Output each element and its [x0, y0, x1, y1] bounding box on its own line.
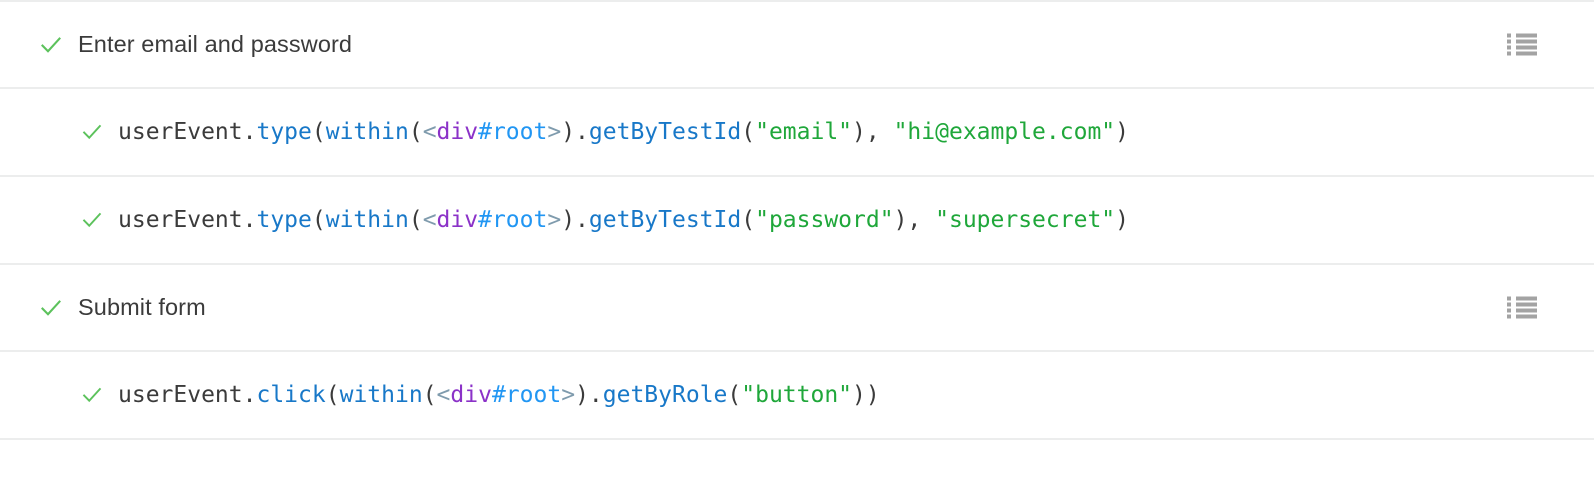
- check-icon: [38, 295, 64, 321]
- code-token-fn: getByTestId: [588, 118, 742, 145]
- list-icon-bar: [1516, 314, 1537, 319]
- list-icon-row: [1507, 308, 1537, 313]
- code-token-plain: (: [408, 206, 423, 233]
- list-icon-bar: [1516, 45, 1537, 50]
- code-token-str: "button": [741, 381, 853, 408]
- list-icon-row: [1507, 51, 1537, 56]
- code-token-plain: ).: [561, 206, 589, 233]
- code-token-str: "hi@example.com": [893, 118, 1116, 145]
- code-token-plain: ).: [561, 118, 589, 145]
- command-text: userEvent.type(within(<div#root>).getByT…: [118, 206, 1129, 233]
- list-icon-row: [1507, 39, 1537, 44]
- code-token-plain: ): [1115, 118, 1129, 145]
- list-icon-bullet: [1507, 308, 1511, 313]
- code-token-plain: (: [408, 118, 423, 145]
- code-token-bracket: <: [422, 206, 437, 233]
- command-text: userEvent.click(within(<div#root>).getBy…: [118, 381, 880, 408]
- code-token-tag: div: [436, 206, 479, 233]
- code-token-fn: within: [339, 381, 423, 408]
- list-icon-row: [1507, 302, 1537, 307]
- code-token-plain: (: [727, 381, 742, 408]
- list-icon-row: [1507, 33, 1537, 37]
- step-row[interactable]: Enter email and password: [0, 2, 1594, 89]
- code-token-plain: userEvent.: [118, 381, 257, 408]
- code-token-id: #root: [478, 206, 548, 233]
- list-icon-bar: [1516, 39, 1537, 44]
- check-icon: [80, 383, 104, 407]
- code-token-bracket: >: [561, 381, 576, 408]
- list-icon-bar: [1516, 51, 1537, 56]
- command-text: userEvent.type(within(<div#root>).getByT…: [118, 118, 1129, 145]
- command-row[interactable]: userEvent.type(within(<div#root>).getByT…: [0, 89, 1594, 177]
- code-token-plain: (: [311, 206, 326, 233]
- code-token-plain: )): [852, 381, 880, 408]
- code-token-str: "password": [755, 206, 894, 233]
- code-token-str: "supersecret": [935, 206, 1116, 233]
- code-token-fn: within: [325, 206, 409, 233]
- code-token-plain: userEvent.: [118, 118, 257, 145]
- code-token-bracket: <: [436, 381, 451, 408]
- code-token-plain: ).: [575, 381, 603, 408]
- code-token-plain: (: [741, 118, 756, 145]
- list-icon-bullet: [1507, 51, 1511, 56]
- code-token-id: #root: [491, 381, 562, 408]
- code-token-plain: ): [1115, 206, 1129, 233]
- code-token-tag: div: [450, 381, 492, 408]
- list-icon-bullet: [1507, 45, 1511, 50]
- list-icon-bar: [1516, 308, 1537, 313]
- list-icon-bar: [1516, 302, 1537, 307]
- code-token-str: "email": [755, 118, 853, 145]
- code-token-plain: (: [311, 118, 326, 145]
- code-token-fn: click: [256, 381, 326, 408]
- code-token-fn: type: [256, 206, 312, 233]
- list-icon-bullet: [1507, 314, 1511, 319]
- code-token-fn: getByTestId: [588, 206, 742, 233]
- code-token-plain: ),: [852, 118, 894, 145]
- code-token-plain: userEvent.: [118, 206, 257, 233]
- step-title: Submit form: [78, 294, 206, 320]
- check-icon: [80, 208, 104, 232]
- check-icon: [38, 32, 64, 58]
- step-title: Enter email and password: [78, 31, 353, 57]
- code-token-bracket: >: [547, 206, 562, 233]
- code-token-plain: (: [325, 381, 340, 408]
- list-icon-row: [1507, 314, 1537, 319]
- list-icon-row: [1507, 45, 1537, 50]
- command-row[interactable]: userEvent.click(within(<div#root>).getBy…: [0, 352, 1594, 440]
- code-token-fn: within: [325, 118, 409, 145]
- code-token-plain: ),: [893, 206, 936, 233]
- code-token-id: #root: [478, 118, 548, 145]
- bulleted-list-icon[interactable]: [1507, 33, 1537, 56]
- list-icon-bullet: [1507, 296, 1511, 300]
- list-icon-bar: [1516, 296, 1537, 300]
- code-token-bracket: >: [547, 118, 562, 145]
- code-token-plain: (: [422, 381, 437, 408]
- command-row[interactable]: userEvent.type(within(<div#root>).getByT…: [0, 177, 1594, 265]
- code-token-fn: getByRole: [602, 381, 728, 408]
- step-row[interactable]: Submit form: [0, 265, 1594, 352]
- list-icon-bar: [1516, 33, 1537, 37]
- check-icon: [80, 120, 104, 144]
- code-token-fn: type: [256, 118, 312, 145]
- code-token-tag: div: [436, 118, 479, 145]
- list-icon-row: [1507, 296, 1537, 300]
- list-icon-bullet: [1507, 33, 1511, 37]
- list-icon-bullet: [1507, 302, 1511, 307]
- bulleted-list-icon[interactable]: [1507, 296, 1537, 319]
- code-token-bracket: <: [422, 118, 437, 145]
- code-token-plain: (: [741, 206, 756, 233]
- list-icon-bullet: [1507, 39, 1511, 44]
